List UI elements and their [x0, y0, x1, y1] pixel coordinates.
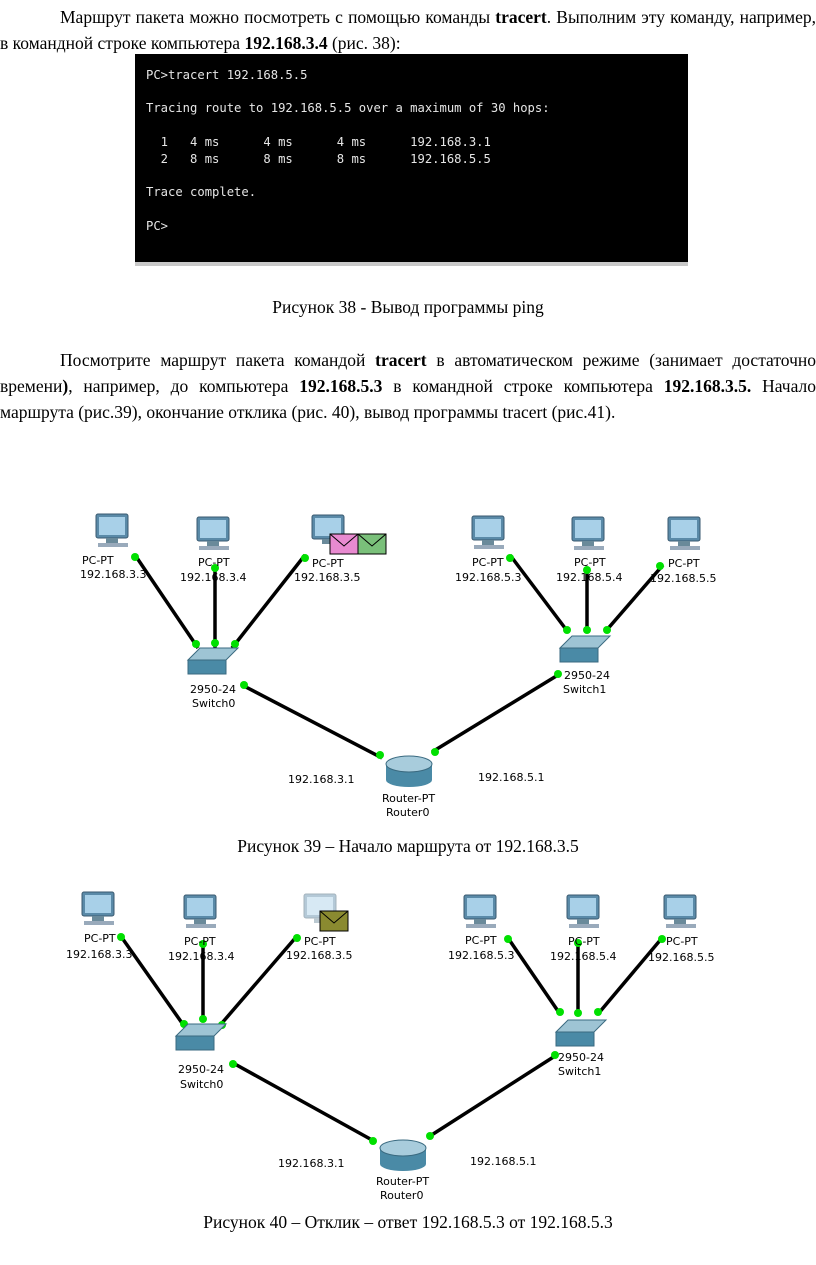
pc-icon [196, 516, 230, 550]
router-name-label: Router0 [386, 806, 429, 819]
pc-icon [471, 515, 505, 549]
para2-text-3: , например, до компьютера [68, 376, 300, 396]
pc-type-label: PC-PT [84, 932, 116, 945]
router-ip-left-label: 192.168.3.1 [278, 1157, 344, 1170]
envelope-icon [319, 910, 349, 932]
pc-icon [663, 894, 697, 928]
figure-40-caption: Рисунок 40 – Отклик – ответ 192.168.5.3 … [203, 1212, 613, 1232]
switch-icon [558, 635, 612, 663]
pc-ip-label: 192.168.5.5 [650, 572, 716, 585]
switch-model-label: 2950-24 [564, 669, 610, 682]
para2-text-2: в автоматическом режиме (занимает достат… [0, 350, 816, 396]
pc-ip-label: 192.168.3.3 [66, 948, 132, 961]
para2-text-1: Посмотрите маршрут пакета командой [60, 350, 376, 370]
para1-text-1: Маршрут пакета можно посмотреть с помощь… [60, 7, 496, 27]
switch-model-label: 2950-24 [178, 1063, 224, 1076]
terminal-screenshot: PC>tracert 192.168.5.5 Tracing route to … [135, 54, 688, 266]
pc-type-label: PC-PT [184, 935, 216, 948]
terminal-line: Tracing route to 192.168.5.5 over a maxi… [146, 101, 550, 116]
router-type-label: Router-PT [382, 792, 435, 805]
pc-icon [463, 894, 497, 928]
para1-ip: 192.168.3.4 [244, 33, 328, 53]
para1-command: tracert [495, 7, 547, 27]
figure-39-caption: Рисунок 39 – Начало маршрута от 192.168.… [237, 836, 579, 856]
pc-type-label: PC-PT [568, 935, 600, 948]
envelope-icon [329, 533, 387, 555]
pc-ip-label: 192.168.5.4 [550, 950, 616, 963]
pc-ip-label: 192.168.5.5 [648, 951, 714, 964]
pc-ip-label: 192.168.5.4 [556, 571, 622, 584]
router-name-label: Router0 [380, 1189, 423, 1202]
para2-text-5: Начало маршрута (рис.39), окончание откл… [0, 376, 816, 422]
router-ip-left-label: 192.168.3.1 [288, 773, 354, 786]
pc-type-label: PC-PT [465, 934, 497, 947]
pc-icon [667, 516, 701, 550]
switch-model-label: 2950-24 [190, 683, 236, 696]
router-ip-right-label: 192.168.5.1 [478, 771, 544, 784]
para1-text-3: (рис. 38): [327, 33, 401, 53]
pc-type-label: PC-PT [304, 935, 336, 948]
pc-ip-label: 192.168.5.3 [455, 571, 521, 584]
terminal-output: PC>tracert 192.168.5.5 Tracing route to … [135, 54, 688, 235]
router-type-label: Router-PT [376, 1175, 429, 1188]
terminal-line: Trace complete. [146, 185, 257, 200]
terminal-line: 1 4 ms 4 ms 4 ms 192.168.3.1 [146, 134, 491, 149]
router-icon [385, 755, 433, 787]
switch-name-label: Switch1 [563, 683, 606, 696]
para2-target-ip: 192.168.5.3 [299, 376, 383, 396]
switch-name-label: Switch0 [192, 697, 235, 710]
paragraph-intro: Маршрут пакета можно посмотреть с помощь… [0, 4, 816, 56]
para2-paren: ) [62, 376, 69, 396]
pc-icon [183, 894, 217, 928]
terminal-line: PC>tracert 192.168.5.5 [146, 67, 308, 82]
switch-icon [174, 1023, 228, 1051]
pc-icon [311, 514, 345, 544]
figure-39-network: PC-PT 192.168.3.3 PC-PT 192.168.3.4 PC-P… [0, 500, 816, 830]
pc-icon [566, 894, 600, 928]
switch-name-label: Switch1 [558, 1065, 601, 1078]
para2-command: tracert [375, 350, 427, 370]
pc-icon [81, 891, 115, 925]
pc-ip-label: 192.168.3.4 [168, 950, 234, 963]
pc-type-label: PC-PT [198, 556, 230, 569]
pc-ip-label: 192.168.3.4 [180, 571, 246, 584]
switch-icon [186, 647, 240, 675]
pc-type-label: PC-PT [82, 554, 114, 567]
router-icon [379, 1139, 427, 1171]
pc-ip-label: 192.168.3.5 [286, 949, 352, 962]
figure-40-network: PC-PT 192.168.3.3 PC-PT 192.168.3.4 PC-P… [0, 878, 816, 1208]
pc-type-label: PC-PT [668, 557, 700, 570]
terminal-line: 2 8 ms 8 ms 8 ms 192.168.5.5 [146, 151, 491, 166]
pc-icon [95, 513, 129, 547]
para1-text-2: . Выполним эту команду, например, в кома… [0, 7, 816, 53]
para2-text-4: в командной строке компьютера [382, 376, 664, 396]
para2-source-ip: 192.168.3.5. [663, 376, 752, 396]
router-ip-right-label: 192.168.5.1 [470, 1155, 536, 1168]
pc-ip-label: 192.168.3.5 [294, 571, 360, 584]
pc-ip-label: 192.168.3.3 [80, 568, 146, 581]
figure-38-caption: Рисунок 38 - Вывод программы ping [272, 297, 544, 317]
switch-model-label: 2950-24 [558, 1051, 604, 1064]
pc-ip-label: 192.168.5.3 [448, 949, 514, 962]
pc-type-label: PC-PT [312, 557, 344, 570]
switch-name-label: Switch0 [180, 1078, 223, 1091]
pc-type-label: PC-PT [574, 556, 606, 569]
pc-icon [571, 516, 605, 550]
switch-icon [554, 1019, 608, 1047]
paragraph-tracert: Посмотрите маршрут пакета командой trace… [0, 347, 816, 425]
terminal-line: PC> [146, 218, 169, 233]
pc-type-label: PC-PT [472, 556, 504, 569]
pc-type-label: PC-PT [666, 935, 698, 948]
